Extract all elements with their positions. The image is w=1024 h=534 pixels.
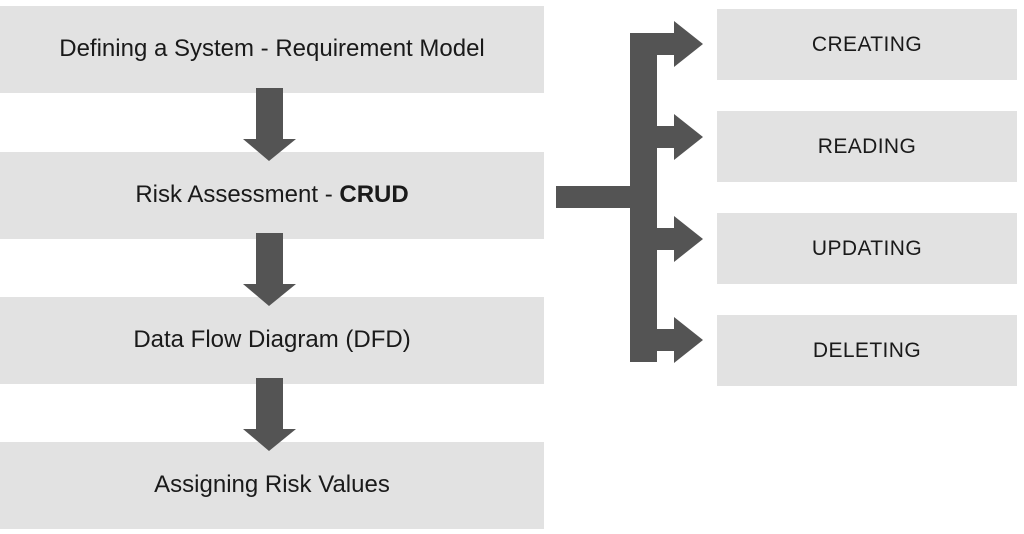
branch-arrow-icon-reading	[657, 114, 703, 160]
branch-trunk-connector	[630, 33, 657, 362]
process-step-label-4: Assigning Risk Values	[154, 471, 390, 499]
crud-operation-label-creating: CREATING	[811, 32, 923, 56]
process-step-label-3: Data Flow Diagram (DFD)	[133, 326, 411, 354]
process-step-box-3: Data Flow Diagram (DFD)	[0, 297, 544, 384]
down-arrow-icon-1	[243, 88, 296, 161]
branch-arrow-icon-deleting	[657, 317, 703, 363]
process-step-label-2-text: Risk Assessment -	[135, 181, 340, 209]
process-step-box-1: Defining a System - Requirement Model	[0, 6, 544, 93]
crud-operation-label-reading: READING	[817, 134, 917, 158]
crud-operation-box-updating: UPDATING	[717, 213, 1017, 284]
crud-operation-box-deleting: DELETING	[717, 315, 1017, 386]
crud-operation-label-deleting: DELETING	[812, 338, 922, 362]
down-arrow-icon-2	[243, 233, 296, 306]
down-arrow-icon-3	[243, 378, 296, 451]
process-step-label-2: Risk Assessment - CRUD	[135, 181, 408, 210]
crud-operation-label-updating: UPDATING	[811, 236, 923, 260]
process-step-box-4: Assigning Risk Values	[0, 442, 544, 529]
process-step-label-2-emphasis: CRUD	[339, 181, 409, 209]
crud-operation-box-reading: READING	[717, 111, 1017, 182]
branch-arrow-icon-updating	[657, 216, 703, 262]
branch-stem-connector	[556, 186, 641, 208]
process-step-box-2: Risk Assessment - CRUD	[0, 152, 544, 239]
branch-arrow-icon-creating	[657, 21, 703, 67]
process-step-label-1: Defining a System - Requirement Model	[59, 35, 485, 63]
crud-operation-box-creating: CREATING	[717, 9, 1017, 80]
